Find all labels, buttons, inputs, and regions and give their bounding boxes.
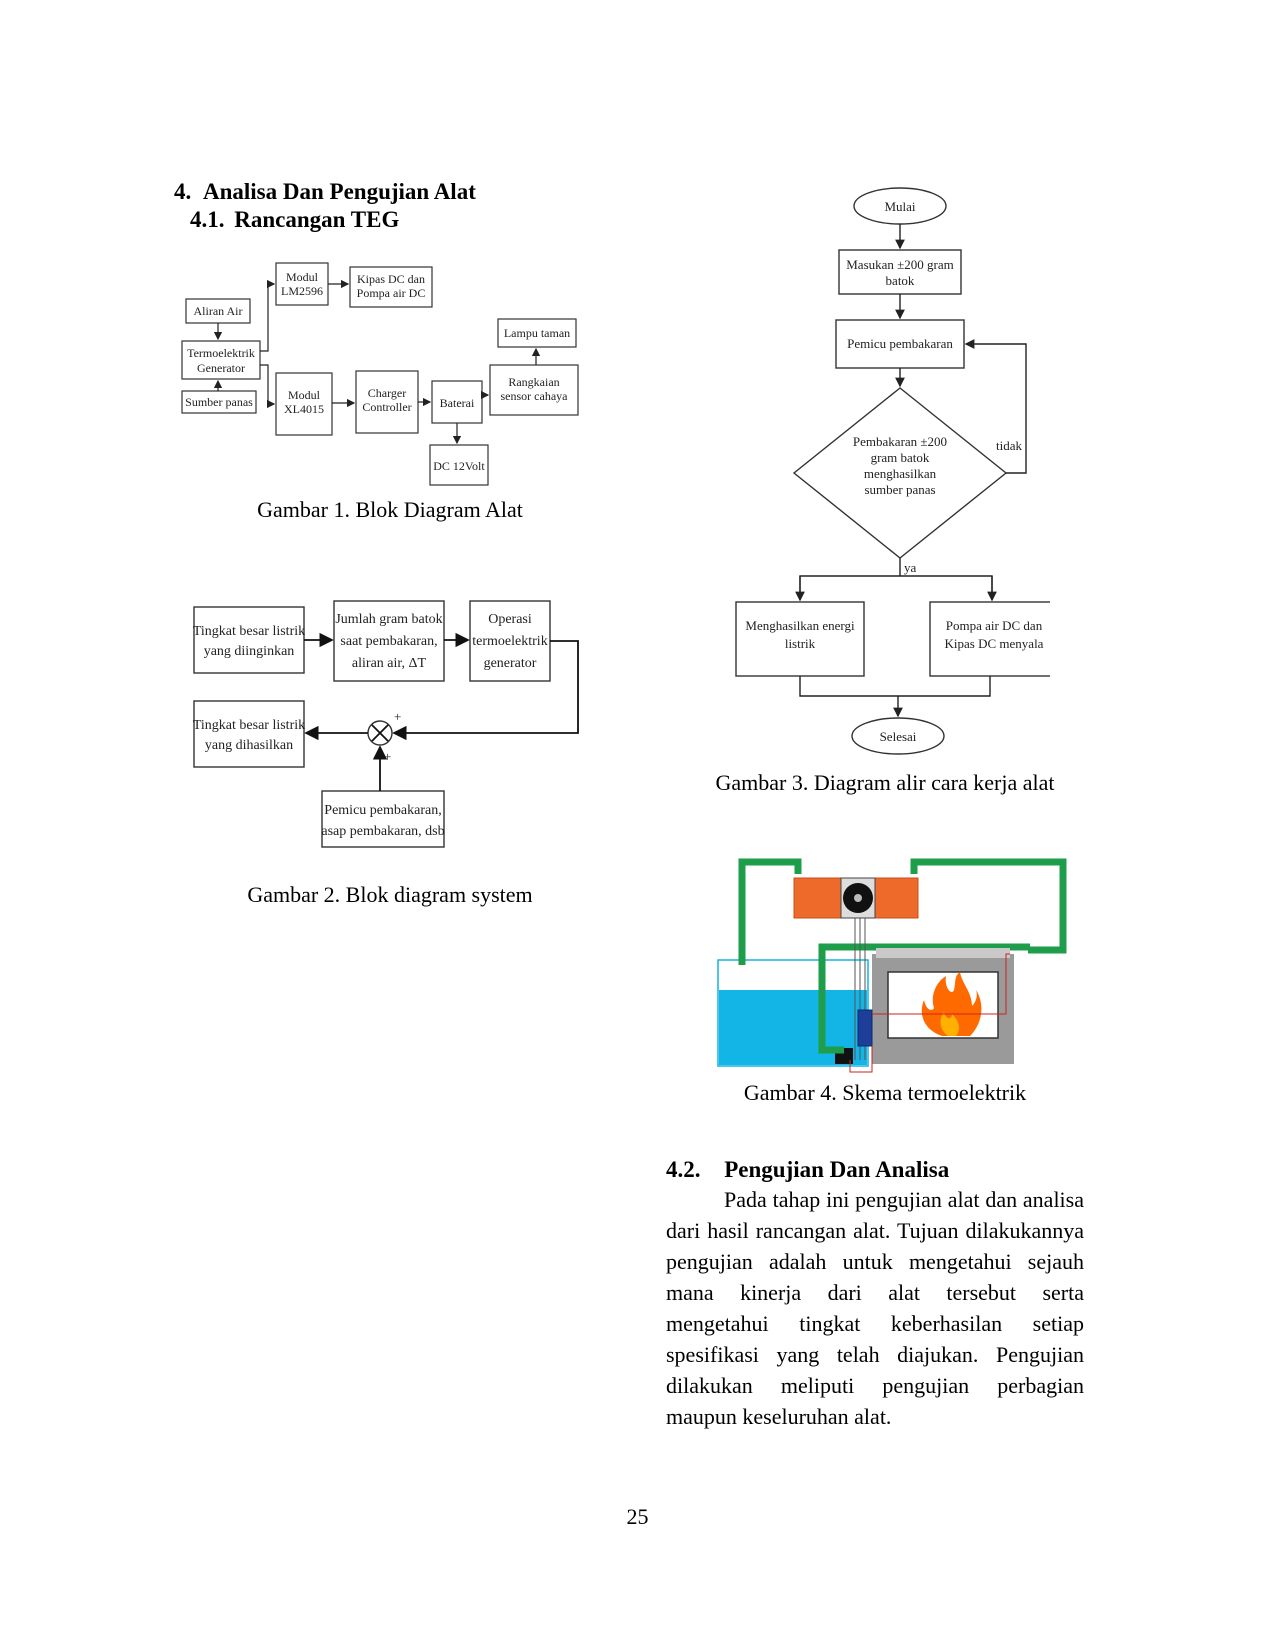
block-listrik-dihasilkan — [193, 700, 305, 768]
label-modul-xl-1: Modul — [288, 388, 321, 402]
label-decision-2: gram batok — [871, 450, 930, 465]
block-operasi-teg — [469, 600, 551, 682]
label-masukan-2: batok — [886, 273, 915, 288]
figure-2-caption: Gambar 2. Blok diagram system — [247, 882, 533, 907]
label-dihasilkan-1: Tingkat besar listrik — [193, 718, 305, 733]
label-rangkaian-2: sensor cahaya — [501, 389, 569, 403]
block-rangkaian-sensor — [489, 364, 579, 416]
label-tidak: tidak — [996, 438, 1022, 453]
block-modul-lm2596 — [275, 262, 329, 306]
section-4-1-number: 4.1. — [190, 207, 225, 232]
section-4-heading: 4. Analisa Dan Pengujian Alat — [174, 178, 476, 206]
label-diinginkan-1: Tingkat besar listrik — [193, 624, 305, 639]
label-mulai: Mulai — [884, 199, 915, 214]
label-jumlah-2: saat pembakaran, — [340, 634, 437, 649]
node-pompa-kipas — [929, 601, 1050, 677]
sensor-wire — [849, 953, 1010, 1073]
label-rangkaian-1: Rangkaian — [508, 375, 559, 389]
label-masukan-1: Masukan ±200 gram — [846, 257, 954, 272]
cooling-pipes — [738, 858, 1067, 1054]
label-termoelektrik: Termoelektrik — [187, 346, 255, 360]
label-modul-xl-2: XL4015 — [284, 402, 324, 416]
label-pompa-2: Kipas DC menyala — [945, 636, 1044, 651]
label-charger-2: Controller — [362, 400, 411, 414]
block-pemicu-pembakaran — [321, 790, 445, 848]
label-kipas-1: Kipas DC dan — [357, 272, 425, 286]
furnace-top-plate — [876, 948, 1010, 958]
block-dc-12volt — [429, 444, 489, 486]
label-sumber-panas: Sumber panas — [185, 395, 253, 409]
flame-icon — [921, 972, 982, 1036]
node-pemicu-pembakaran — [835, 319, 965, 369]
block-lampu-taman — [497, 318, 577, 348]
section-4-1-heading: 4.1. Rancangan TEG — [190, 206, 399, 234]
figure-3-flowchart: Mulai Masukan ±200 gram batok Pemicu pem… — [735, 187, 1050, 755]
label-pemicu: Pemicu pembakaran — [847, 336, 953, 351]
node-selesai — [851, 717, 945, 755]
section-4-2-number: 4.2. — [666, 1157, 701, 1182]
figure-2-system-diagram: Tingkat besar listrik yang diinginkan Ju… — [193, 600, 579, 848]
label-pompa-1: Pompa air DC dan — [946, 618, 1043, 633]
label-decision-4: sumber panas — [864, 482, 935, 497]
block-charger-controller — [355, 370, 419, 434]
label-plus-top: + — [394, 709, 401, 724]
label-charger-1: Charger — [368, 386, 406, 400]
label-modul-lm-2: LM2596 — [281, 284, 323, 298]
block-aliran-air — [185, 298, 251, 324]
block-listrik-diinginkan — [193, 606, 305, 674]
label-kipas-2: Pompa air DC — [357, 286, 426, 300]
label-aliran-air: Aliran Air — [194, 304, 243, 318]
converter-module — [857, 1009, 873, 1047]
block-baterai — [431, 380, 483, 424]
block-modul-xl4015 — [275, 372, 333, 436]
label-dihasilkan-2: yang dihasilkan — [205, 738, 293, 753]
label-operasi-3: generator — [484, 656, 537, 671]
fan-hub-icon — [854, 894, 862, 902]
label-energi-1: Menghasilkan energi — [745, 618, 855, 633]
block-jumlah-gram — [333, 600, 445, 682]
label-operasi-2: termoelektrik — [472, 634, 547, 649]
section-4-number: 4. — [174, 179, 192, 204]
section-4-1-title: Rancangan TEG — [234, 207, 400, 232]
figure-4-schematic — [717, 858, 1067, 1073]
label-lampu-taman: Lampu taman — [504, 326, 570, 340]
label-pemicu-1: Pemicu pembakaran, — [324, 803, 441, 818]
section-4-2-heading: 4.2. Pengujian Dan Analisa — [666, 1156, 1086, 1184]
label-jumlah-1: Jumlah gram batok — [335, 612, 442, 627]
label-plus-bottom: + — [384, 749, 391, 764]
label-operasi-1: Operasi — [488, 612, 532, 627]
section-4-2-paragraph: Pada tahap ini pengujian alat dan analis… — [666, 1187, 1084, 1429]
label-diinginkan-2: yang diinginkan — [204, 644, 295, 659]
label-energi-2: listrik — [785, 636, 816, 651]
section-4-title: Analisa Dan Pengujian Alat — [203, 179, 476, 204]
label-jumlah-3: aliran air, ΔT — [352, 656, 427, 671]
figure-3-caption: Gambar 3. Diagram alir cara kerja alat — [715, 770, 1055, 795]
figure-4-caption: Gambar 4. Skema termoelektrik — [743, 1080, 1027, 1105]
figure-1-block-diagram: Aliran Air Termoelektrik Generator Sumbe… — [181, 262, 579, 486]
label-ya: ya — [904, 560, 917, 575]
label-decision-3: menghasilkan — [864, 466, 937, 481]
label-modul-lm-1: Modul — [286, 270, 319, 284]
label-baterai: Baterai — [440, 396, 475, 410]
label-dc-12volt: DC 12Volt — [433, 459, 485, 473]
page-number: 25 — [626, 1504, 649, 1529]
label-selesai: Selesai — [880, 729, 917, 744]
block-termoelektrik-generator — [181, 340, 261, 380]
block-sumber-panas — [181, 390, 257, 414]
label-decision-1: Pembakaran ±200 — [853, 434, 947, 449]
block-kipas-pompa — [349, 266, 433, 308]
label-pemicu-2: asap pembakaran, dsb — [321, 824, 444, 839]
figure-1-caption: Gambar 1. Blok Diagram Alat — [257, 497, 523, 522]
section-4-2-title: Pengujian Dan Analisa — [724, 1157, 950, 1182]
label-generator: Generator — [197, 361, 245, 375]
